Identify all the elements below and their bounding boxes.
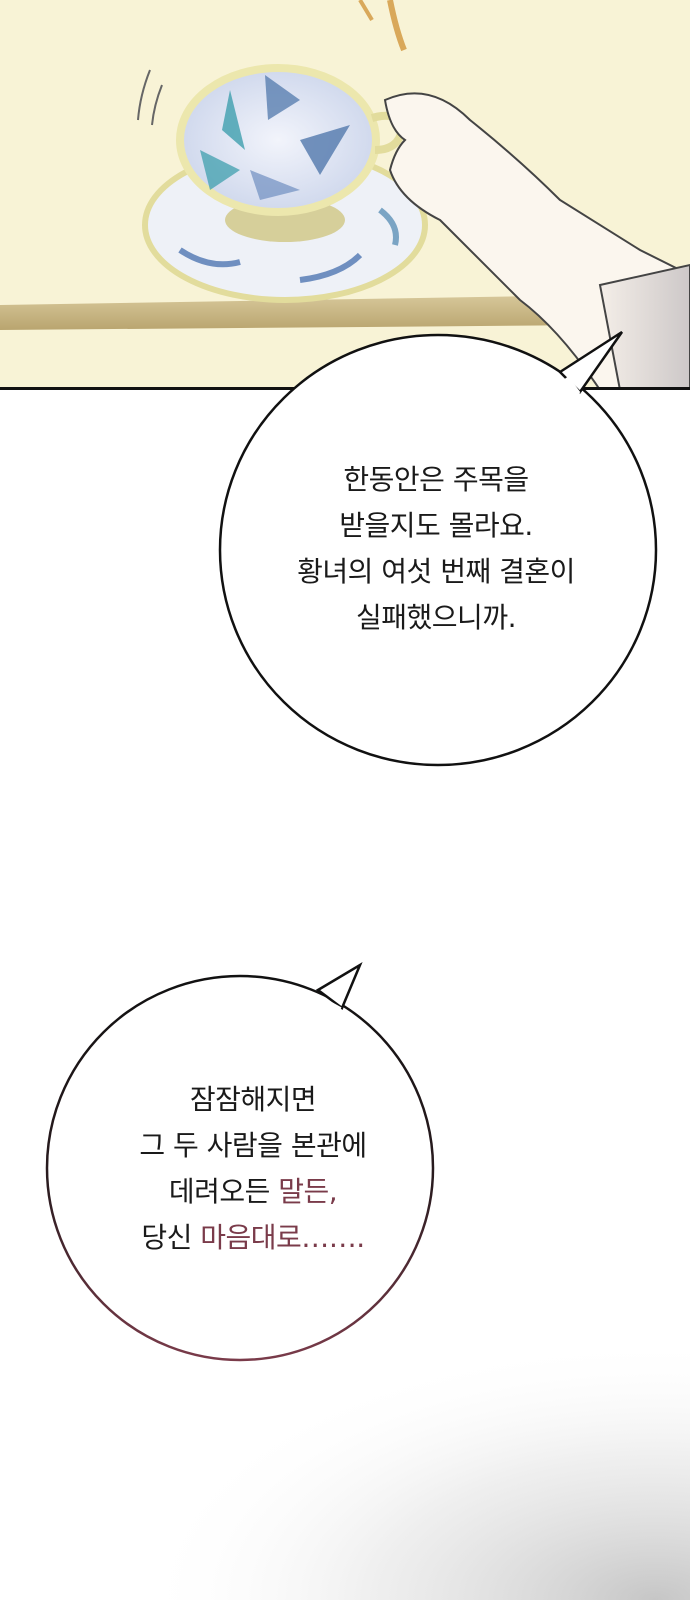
bubble-1-line-1: 한동안은 주목을 <box>343 463 529 496</box>
bubble-2-line-4: 당신 마음대로……. <box>78 1215 428 1261</box>
teacup-illustration <box>0 0 690 387</box>
bubble-2-line-1: 잠잠해지면 <box>189 1083 317 1116</box>
speech-bubble-2-text: 잠잠해지면 그 두 사람을 본관에 데려오든 말든, 당신 마음대로……. <box>78 1077 428 1261</box>
bubble-1-line-3: 황녀의 여섯 번째 결혼이 <box>297 555 575 588</box>
bubble-2-line-3: 데려오든 말든, <box>78 1169 428 1215</box>
bubble-2-line-2: 그 두 사람을 본관에 <box>139 1129 367 1162</box>
bubble-2-line-3-plain: 데려오든 <box>168 1175 279 1208</box>
bubble-1-line-2: 받을지도 몰라요. <box>339 509 533 542</box>
bubble-2-line-3-accent: 말든, <box>278 1175 338 1208</box>
bubble-1-line-4: 실패했으니까. <box>356 601 516 634</box>
bubble-2-line-4-accent: 마음대로……. <box>200 1221 365 1254</box>
illustration-panel <box>0 0 690 390</box>
table-edge <box>0 295 600 330</box>
speech-bubble-1-text: 한동안은 주목을 받을지도 몰라요. 황녀의 여섯 번째 결혼이 실패했으니까. <box>256 457 616 641</box>
sleeve <box>598 263 690 387</box>
bubble-2-line-4-plain: 당신 <box>141 1221 201 1254</box>
motion-stroke <box>387 0 407 52</box>
